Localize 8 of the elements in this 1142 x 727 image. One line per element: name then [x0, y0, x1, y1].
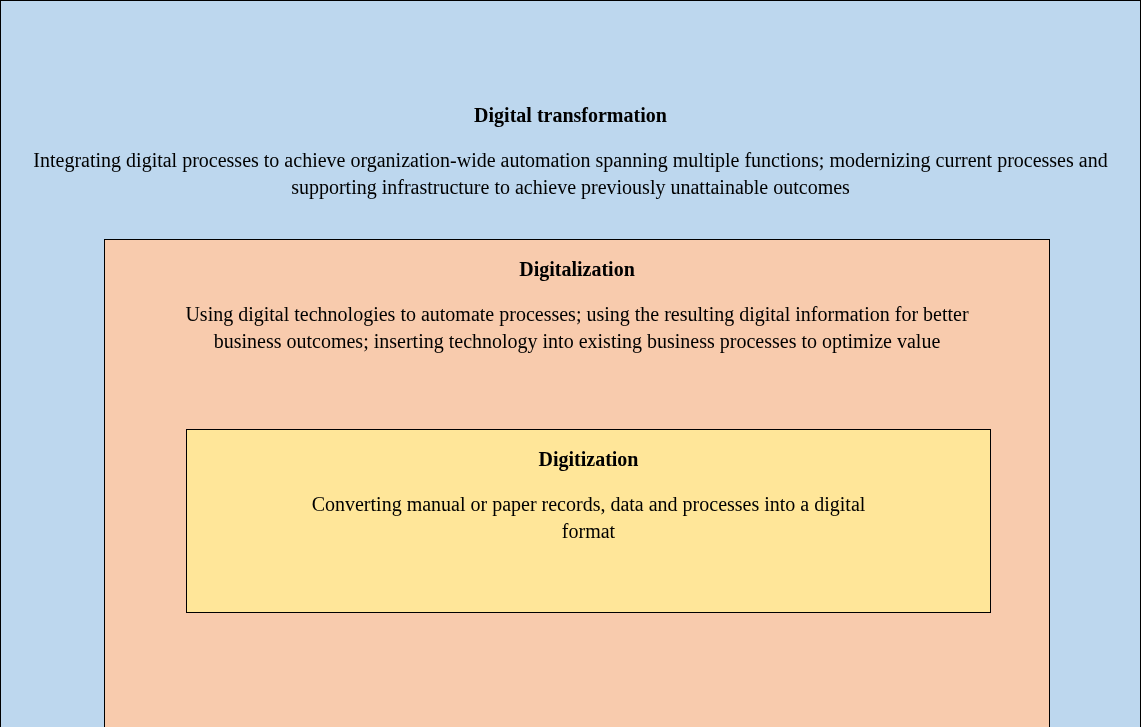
layer-title: Digitization — [538, 447, 639, 471]
layer-title: Digitalization — [519, 257, 635, 281]
layer-title: Digital transformation — [474, 103, 667, 127]
layer-box — [104, 239, 1050, 727]
layer-description: Integrating digital processes to achieve organization-wide automation spanning multiple functions; modernizing current processes and supporting infrastructure to achieve previously unattainable outcomes — [32, 148, 1109, 201]
layer-description: Converting manual or paper records, data and processes into a digital format — [310, 492, 867, 544]
layer-description: Using digital technologies to automate processes; using the resulting digital information for better business outcomes; inserting technology into existing business processes to optimize value — [184, 302, 970, 355]
layer-box — [186, 429, 991, 613]
